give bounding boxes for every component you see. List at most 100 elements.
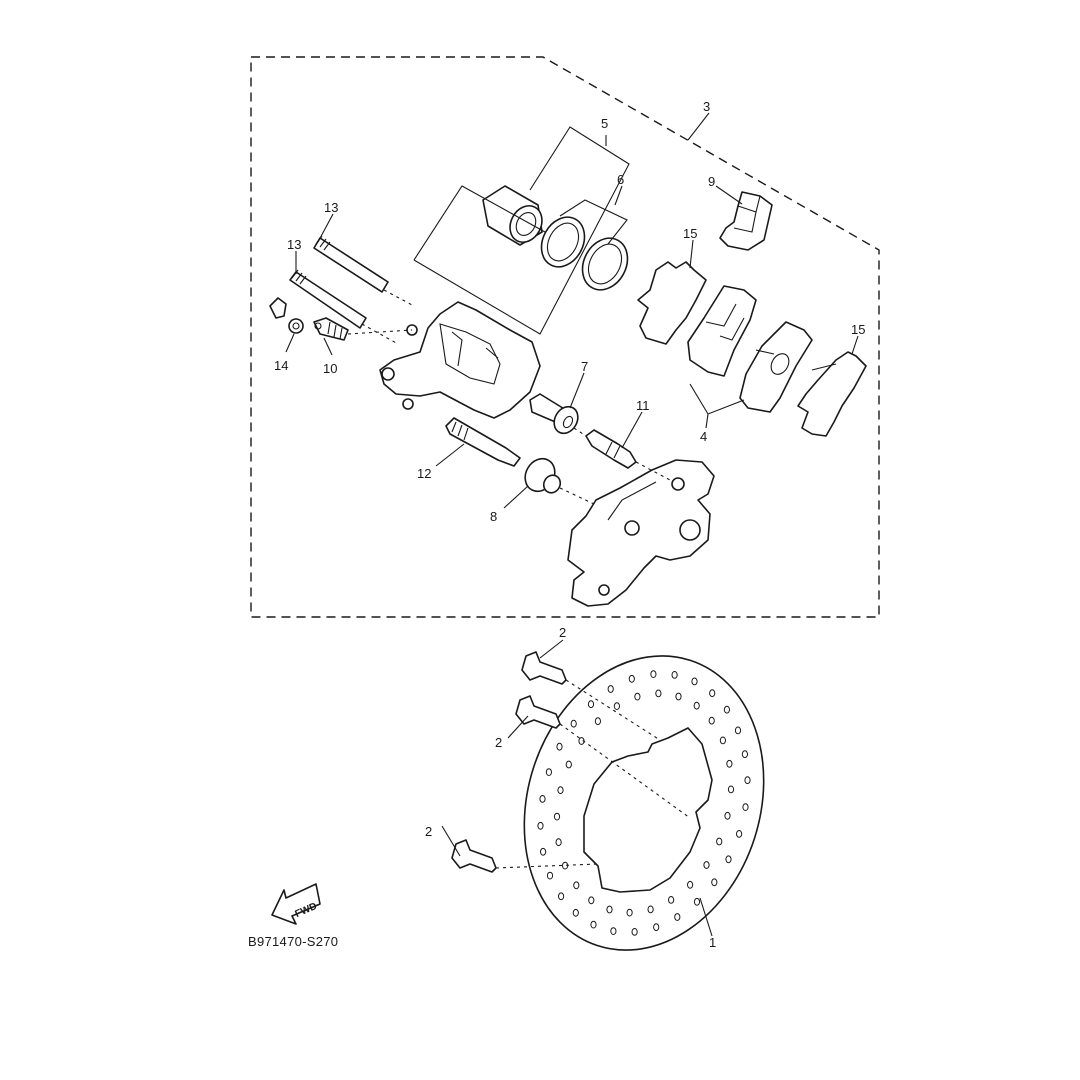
callout-1: 1: [709, 935, 716, 950]
callout-14: 14: [274, 358, 288, 373]
disc-hole: [693, 701, 700, 710]
disc-hole: [587, 700, 595, 709]
disc-hole: [723, 705, 731, 714]
disc-hole: [734, 726, 742, 735]
disc-hole: [655, 689, 662, 698]
disc-hole: [607, 685, 614, 693]
disc-hole: [725, 855, 732, 864]
leader-bracket-4: [689, 383, 745, 415]
disc-hole: [565, 760, 572, 769]
part-caliper-pin: [529, 393, 579, 435]
forward-direction-arrow: FWD: [271, 883, 321, 925]
assembly-lines: [347, 289, 691, 869]
disc-hole: [537, 821, 544, 830]
disc-ventilation-holes: [537, 670, 751, 936]
disc-hole: [545, 768, 553, 776]
part-brake-disc: [523, 655, 765, 951]
caliper-assembly-boundary: [250, 56, 880, 618]
disc-hole: [653, 923, 660, 932]
disc-hole: [573, 881, 580, 890]
callout-10: 10: [323, 361, 337, 376]
disc-hole: [671, 671, 678, 679]
callout-15-right: 15: [851, 322, 865, 337]
callout-11: 11: [636, 398, 650, 413]
callout-2-top: 2: [559, 625, 566, 640]
part-pad-shim-left: [637, 261, 707, 345]
disc-hole: [647, 905, 654, 914]
disc-hole: [610, 927, 617, 935]
callout-13-upper: 13: [324, 200, 338, 215]
disc-hole: [553, 812, 561, 821]
part-pin-12: [445, 417, 521, 467]
disc-hole: [687, 880, 694, 889]
part-pad-shim-right: [797, 351, 867, 437]
part-disc-bolt-2: [515, 695, 561, 729]
diagram-code: B971470-S270: [248, 934, 338, 949]
callout-12: 12: [417, 466, 431, 481]
disc-hole: [539, 795, 546, 803]
disc-hole: [634, 692, 641, 701]
disc-hole: [741, 750, 749, 759]
disc-hole: [709, 689, 716, 698]
disc-hole: [628, 674, 635, 683]
disc-hole: [693, 897, 701, 906]
disc-hole: [594, 717, 602, 726]
part-bleed-cap: [269, 297, 304, 334]
disc-hole: [572, 908, 579, 917]
callout-leaders: [285, 112, 859, 937]
disc-hole: [726, 759, 733, 768]
disc-hole: [674, 913, 681, 921]
callout-4: 4: [700, 429, 707, 444]
disc-hole: [540, 847, 547, 856]
disc-hole: [546, 871, 554, 880]
part-bleed-screw: [313, 317, 349, 341]
disc-hole: [736, 830, 743, 838]
disc-hole: [668, 896, 675, 904]
disc-hole: [631, 928, 638, 936]
disc-hole: [691, 677, 698, 686]
leader-bracket-5-6: [413, 126, 630, 335]
part-pin-boot: [524, 457, 562, 494]
disc-hole: [626, 908, 633, 917]
part-caliper-bracket: [567, 459, 715, 607]
callout-8: 8: [490, 509, 497, 524]
callout-2-middle: 2: [495, 735, 502, 750]
part-caliper-body: [379, 301, 541, 419]
disc-hole: [727, 785, 735, 794]
disc-hole: [557, 786, 564, 795]
disc-hole: [570, 719, 577, 728]
disc-hole: [742, 803, 749, 811]
callout-5: 5: [601, 116, 608, 131]
disc-hole: [650, 670, 657, 678]
callout-3: 3: [703, 99, 710, 114]
callout-2-bottom: 2: [425, 824, 432, 839]
disc-hole: [555, 838, 562, 847]
disc-hole: [558, 892, 565, 901]
part-pad-support: [719, 191, 773, 251]
callout-labels: 3 5 6 9 15 15 13 13 14 10 7 11 12 8 4 2 …: [274, 99, 865, 950]
callout-7: 7: [581, 359, 588, 374]
part-disc-bolt-1: [521, 651, 567, 685]
part-brake-pads: [687, 285, 813, 413]
part-brake-piston: [482, 185, 543, 246]
disc-hole: [606, 905, 613, 914]
disc-hole: [613, 702, 621, 710]
disc-hole: [675, 692, 682, 701]
part-slide-pin-upper: [313, 235, 389, 293]
part-piston-seals: [540, 216, 629, 291]
disc-hole: [703, 861, 710, 869]
disc-hole: [708, 716, 715, 725]
part-slide-pin-lower: [289, 269, 367, 329]
disc-hole: [744, 776, 751, 785]
callout-13-lower: 13: [287, 237, 301, 252]
callout-15-left: 15: [683, 226, 697, 241]
part-disc-bolt-3: [451, 839, 497, 873]
disc-hole: [716, 837, 723, 846]
disc-hole: [724, 811, 731, 820]
disc-hole: [590, 920, 597, 929]
disc-hole: [711, 878, 718, 887]
callout-6: 6: [617, 172, 624, 187]
disc-hole: [588, 896, 595, 905]
disc-hole: [556, 742, 563, 751]
